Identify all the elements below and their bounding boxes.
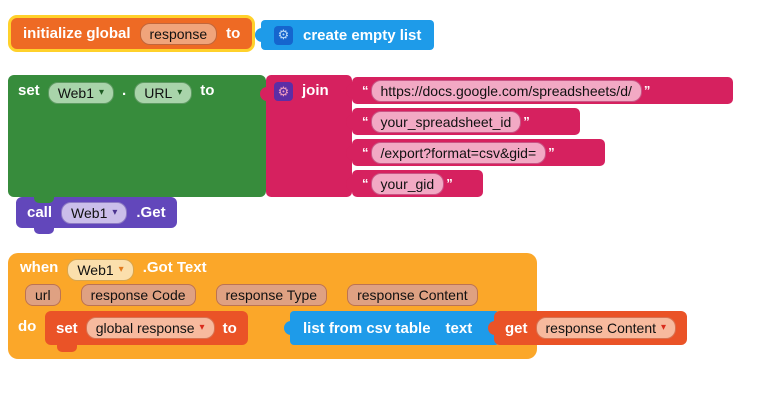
do-label: do	[18, 318, 37, 335]
statement-connector-tab	[57, 345, 77, 352]
block-set-global-response[interactable]: set global response ▾ to	[45, 311, 248, 345]
left-plug	[346, 83, 356, 98]
component-dropdown-web1[interactable]: Web1 ▾	[67, 259, 134, 281]
string-field[interactable]: your_gid	[370, 172, 445, 195]
open-quote: “	[362, 176, 369, 191]
left-plug	[346, 114, 356, 129]
left-plug	[260, 87, 270, 101]
open-quote: “	[362, 114, 369, 129]
close-quote: ”	[446, 176, 453, 191]
left-plug	[488, 321, 498, 335]
get-label: get	[505, 319, 528, 337]
param-response-type[interactable]: response Type	[215, 284, 328, 306]
component-dropdown-web1[interactable]: Web1 ▾	[47, 82, 115, 104]
close-quote: ”	[643, 83, 651, 98]
to-label: to	[222, 319, 237, 337]
left-plug	[346, 176, 356, 191]
block-list-from-csv-table[interactable]: list from csv table text	[284, 311, 500, 345]
variable-name-field[interactable]: response	[139, 22, 218, 45]
block-set-web1-url[interactable]: set Web1 ▾ . URL ▾ to	[8, 75, 266, 197]
chevron-down-icon: ▾	[661, 322, 667, 333]
chevron-down-icon: ▾	[199, 322, 205, 333]
chevron-down-icon: ▾	[118, 264, 124, 275]
left-plug	[346, 145, 356, 160]
block-text-string-spreadsheet-id[interactable]: “ your_spreadsheet_id ”	[346, 108, 580, 135]
param-response-code[interactable]: response Code	[80, 284, 196, 306]
variable-dropdown-response-content[interactable]: response Content ▾	[535, 317, 677, 339]
left-plug	[284, 321, 294, 335]
param-response-content[interactable]: response Content	[347, 284, 478, 306]
list-from-csv-table-label: list from csv table	[303, 319, 431, 337]
string-field[interactable]: https://docs.google.com/spreadsheets/d/	[370, 79, 642, 102]
statement-connector-tab	[34, 228, 54, 234]
string-field[interactable]: /export?format=csv&gid=	[370, 141, 547, 164]
param-url[interactable]: url	[25, 284, 61, 306]
chevron-down-icon: ▾	[99, 87, 105, 98]
event-parameters: url response Code response Type response…	[25, 284, 478, 306]
chevron-down-icon: ▾	[177, 87, 183, 98]
statement-connector-tab	[34, 197, 54, 203]
gear-icon[interactable]: ⚙	[274, 25, 293, 45]
to-label: to	[226, 25, 241, 42]
variable-dropdown-global-response[interactable]: global response ▾	[85, 317, 215, 339]
when-label: when	[20, 259, 59, 276]
property-dropdown-url[interactable]: URL ▾	[134, 82, 193, 104]
set-label: set	[56, 319, 78, 337]
block-text-string-export-format[interactable]: “ /export?format=csv&gid= ”	[346, 139, 605, 166]
block-join[interactable]: ⚙ join	[260, 75, 352, 197]
block-text-string-gid[interactable]: “ your_gid ”	[346, 170, 483, 197]
open-quote: “	[362, 145, 369, 160]
component-dropdown-web1[interactable]: Web1 ▾	[61, 201, 128, 224]
string-field[interactable]: your_spreadsheet_id	[370, 110, 522, 133]
block-text-string-url-base[interactable]: “ https://docs.google.com/spreadsheets/d…	[346, 77, 733, 104]
open-quote: “	[362, 83, 369, 98]
join-label: join	[302, 82, 329, 99]
block-get-response-content[interactable]: get response Content ▾	[488, 311, 688, 345]
initialize-global-label: initialize global	[23, 25, 131, 42]
close-quote: ”	[548, 145, 555, 160]
close-quote: ”	[523, 114, 530, 129]
call-label: call	[27, 204, 53, 221]
set-label: set	[18, 82, 40, 99]
create-empty-list-label: create empty list	[303, 26, 422, 44]
chevron-down-icon: ▾	[112, 206, 118, 218]
to-label: to	[200, 82, 215, 99]
variable-name-text: response	[149, 25, 208, 42]
event-label: .Got Text	[142, 259, 207, 276]
dot-separator: .	[122, 82, 127, 99]
left-plug	[255, 28, 265, 42]
block-initialize-global-variable[interactable]: initialize global response to	[8, 15, 256, 52]
method-label: .Get	[136, 204, 166, 221]
text-arg-label: text	[445, 319, 473, 337]
block-create-empty-list[interactable]: ⚙ create empty list	[255, 20, 435, 50]
block-call-web1-get[interactable]: call Web1 ▾ .Get	[16, 197, 177, 228]
gear-icon[interactable]: ⚙	[274, 82, 293, 101]
